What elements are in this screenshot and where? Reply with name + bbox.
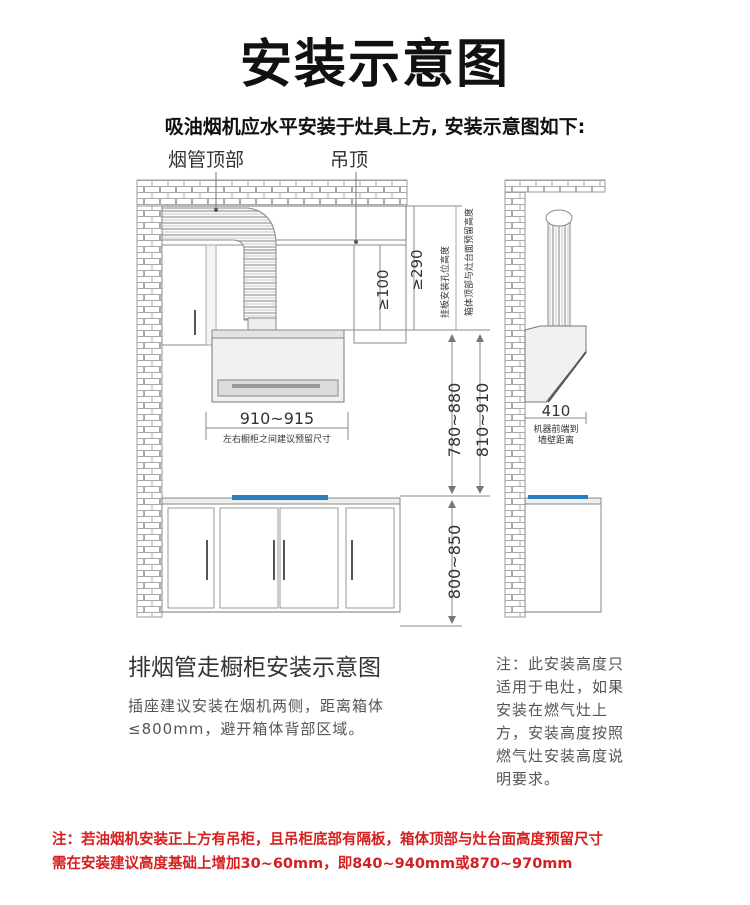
dim-290-desc: 箱体顶部与灶台面预留高度 [463, 208, 475, 316]
cooktop [232, 495, 328, 500]
range-hood-side [524, 325, 587, 403]
dim-depth-desc-2: 墙壁距离 [538, 434, 574, 446]
left-wall [136, 179, 163, 618]
dim-100: ≥100 [374, 269, 392, 310]
dim-depth: 410 [542, 402, 571, 420]
bottom-warning-line2: 需在安装建议高度基础上增加30~60mm，即840~940mm或870~970m… [52, 856, 573, 872]
dim-height-810: 810~910 [473, 383, 492, 457]
suspended-ceiling [161, 239, 407, 246]
label-duct-top: 烟管顶部 [168, 149, 244, 171]
side-cooktop [528, 495, 588, 499]
dim-height-780: 780~880 [445, 383, 464, 457]
page-title: 安装示意图 [239, 35, 510, 95]
page-subtitle: 吸油烟机应水平安装于灶具上方, 安装示意图如下: [164, 116, 586, 138]
dim-100-desc: 挂板安装孔位高度 [439, 246, 451, 318]
bottom-warning-line1: 注：若油烟机安装正上方有吊柜，且吊柜底部有隔板，箱体顶部与灶台面高度预留尺寸 [52, 832, 603, 848]
diagram-caption: 排烟管走橱柜安装示意图 [128, 655, 381, 681]
height-note: 注：此安装高度只适用于电灶，如果安装在燃气灶上方，安装高度按照燃气灶安装高度说明… [496, 655, 625, 788]
side-base-cabinet [524, 499, 602, 613]
upper-cabinet-left [161, 244, 207, 346]
dim-depth-desc-1: 机器前端到 [533, 423, 578, 435]
dim-height-800: 800~850 [445, 525, 464, 599]
dim-width: 910~915 [240, 409, 314, 428]
ceiling-slab [136, 179, 408, 207]
side-duct [547, 217, 571, 327]
dim-width-desc: 左右橱柜之间建议预留尺寸 [223, 433, 331, 445]
bottom-warning: 注：若油烟机安装正上方有吊柜，且吊柜底部有隔板，箱体顶部与灶台面高度预留尺寸 需… [52, 828, 732, 876]
dim-290: ≥290 [408, 249, 426, 290]
side-wall [504, 179, 526, 618]
socket-hint: 插座建议安装在烟机两侧，距离箱体≤800mm，避开箱体背部区域。 [128, 697, 385, 738]
label-ceiling: 吊顶 [330, 149, 368, 171]
